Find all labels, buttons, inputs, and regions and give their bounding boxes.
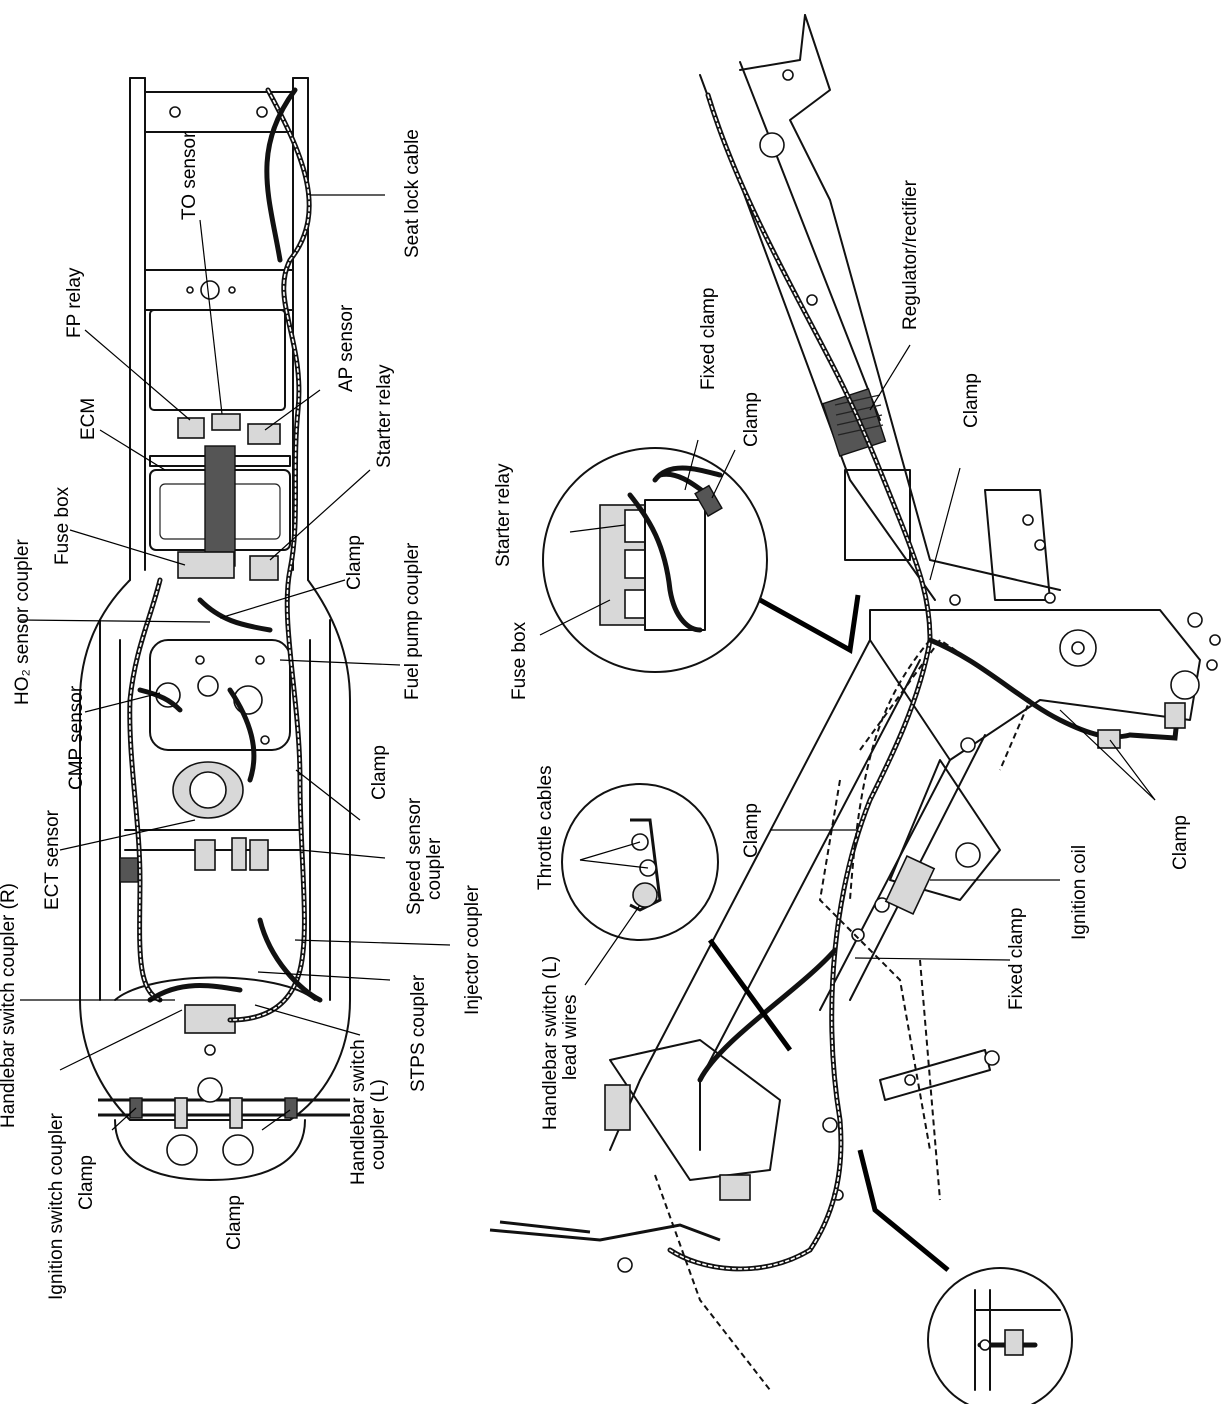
label-ect-sensor: ECT sensor [42, 809, 63, 910]
label-ap-sensor: AP sensor [336, 304, 357, 392]
label-starter-relay: Starter relay [374, 364, 395, 468]
detail-circle-fixed-clamp [927, 1267, 1073, 1404]
label-clamp: Clamp [76, 1155, 97, 1210]
label-seat-lock-cable: Seat lock cable [402, 129, 423, 258]
label-ecm: ECM [78, 398, 99, 440]
label-starter-relay-detail: Starter relay [493, 463, 514, 567]
label-handlebar-switch-coupler-r: Handlebar switch coupler (R) [0, 883, 19, 1128]
label-ignition-coil: Ignition coil [1069, 845, 1090, 940]
left-leader-lines [19, 194, 451, 1131]
labels: Seat lock cable TO sensor FP relay AP se… [0, 129, 1191, 1300]
label-fuse-box-detail: Fuse box [509, 621, 530, 700]
label-clamp: Clamp [1170, 815, 1191, 870]
label-fuel-pump-coupler: Fuel pump coupler [402, 542, 423, 700]
label-stps-coupler: STPS coupler [408, 974, 429, 1092]
label-clamp: Clamp [741, 803, 762, 858]
label-clamp: Clamp [741, 392, 762, 447]
frame-top-view [79, 77, 351, 1181]
detail-circle-relay [539, 439, 768, 673]
label-clamp: Clamp [344, 535, 365, 590]
label-fuse-box: Fuse box [52, 486, 73, 565]
frame-side-view [489, 14, 1221, 1391]
label-speed-sensor-coupler-2: coupler [424, 837, 445, 900]
label-ignition-switch-coupler: Ignition switch coupler [46, 1112, 67, 1300]
label-fixed-clamp: Fixed clamp [1006, 908, 1027, 1010]
label-handlebar-switch-lead: Handlebar switch (L) [540, 956, 561, 1130]
label-speed-sensor-coupler: Speed sensor [404, 797, 425, 915]
label-to-sensor: TO sensor [179, 131, 200, 220]
detail-circle-throttle [561, 783, 719, 986]
label-clamp: Clamp [224, 1195, 245, 1250]
label-clamp: Clamp [961, 373, 982, 428]
label-throttle-cables: Throttle cables [535, 765, 556, 890]
label-handlebar-switch-coupler-l: Handlebar switch [348, 1039, 369, 1185]
label-regulator-rectifier: Regulator/rectifier [900, 179, 921, 330]
label-handlebar-switch-coupler-l-2: coupler (L) [368, 1079, 389, 1170]
label-handlebar-switch-lead-2: lead wires [560, 994, 581, 1080]
label-clamp: Clamp [369, 745, 390, 800]
label-fixed-clamp: Fixed clamp [698, 288, 719, 390]
label-fp-relay: FP relay [64, 267, 85, 338]
label-cmp-sensor: CMP sensor [66, 685, 87, 790]
label-injector-coupler: Injector coupler [462, 884, 483, 1015]
label-ho2-sensor-coupler: HO₂ sensor coupler [12, 539, 33, 705]
